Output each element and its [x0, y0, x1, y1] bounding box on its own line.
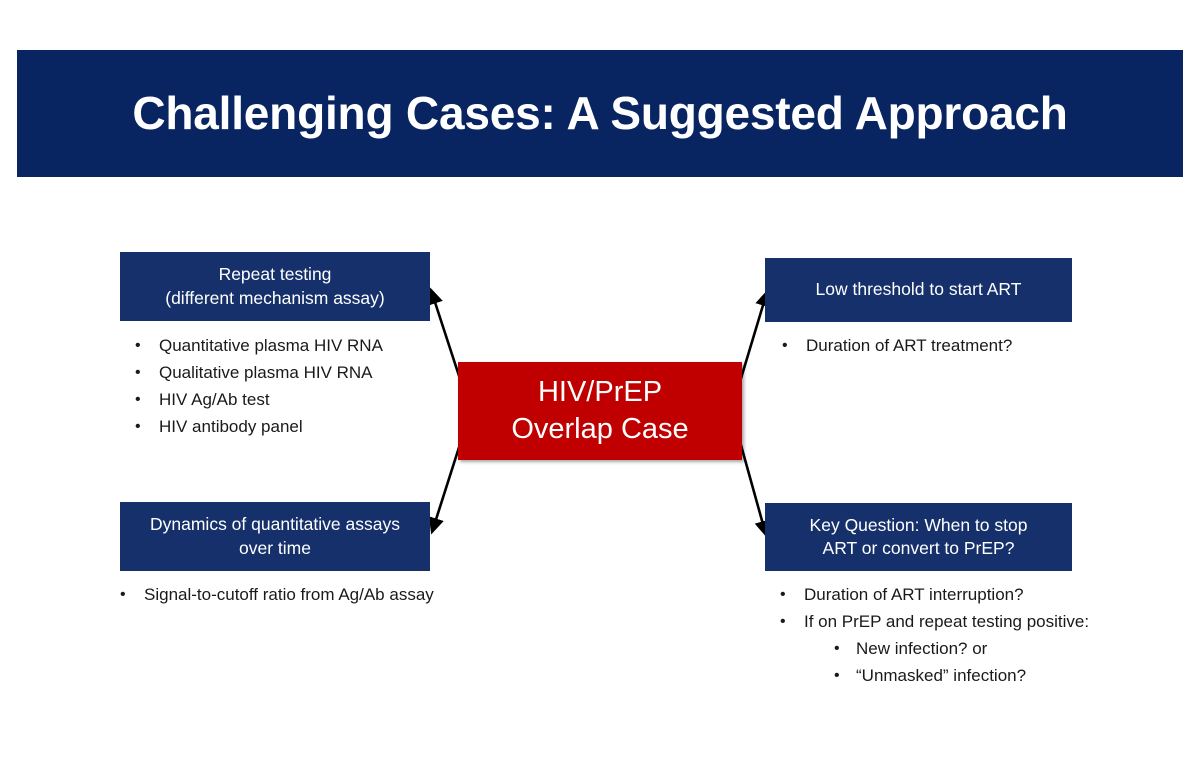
list-item: • If on PrEP and repeat testing positive… — [780, 610, 1180, 635]
bullet-dot-icon: • — [834, 639, 840, 657]
node-low-threshold-to-start-art[interactable]: Low threshold to start ART — [765, 258, 1072, 322]
node-key-question-line2: ART or convert to PrEP? — [822, 538, 1015, 558]
bullet-dot-icon: • — [135, 337, 141, 354]
list-item: • Quantitative plasma HIV RNA — [135, 334, 465, 359]
bullet-dot-icon: • — [780, 612, 786, 630]
node-dynamics-of-quantitative-assays[interactable]: Dynamics of quantitative assays over tim… — [120, 502, 430, 571]
list-item: • Signal-to-cutoff ratio from Ag/Ab assa… — [120, 583, 440, 608]
node-key-question-line1: Key Question: When to stop — [809, 514, 1028, 535]
node-hiv-prep-overlap-case[interactable]: HIV/PrEP Overlap Case — [458, 362, 742, 460]
bullet-text: Quantitative plasma HIV RNA — [159, 336, 383, 355]
bullet-text: HIV antibody panel — [159, 416, 303, 436]
node-key-question-label: Key Question: When to stop ART or conver… — [810, 514, 1028, 560]
bullet-text: New infection? or — [856, 638, 988, 658]
bullet-dot-icon: • — [135, 417, 141, 435]
bullet-dot-icon: • — [120, 586, 126, 603]
arrow-center-to-bottom-right — [737, 437, 770, 538]
node-center-label: HIV/PrEP Overlap Case — [511, 374, 688, 448]
node-dynamics-label: Dynamics of quantitative assays over tim… — [150, 513, 400, 559]
bullet-dot-icon: • — [135, 363, 141, 381]
bullet-text: If on PrEP and repeat testing positive: — [804, 611, 1090, 631]
node-low-threshold-label: Low threshold to start ART — [815, 279, 1022, 300]
bullet-text: Qualitative plasma HIV RNA — [159, 362, 373, 382]
bullet-list-low-threshold: • Duration of ART treatment? — [782, 334, 1112, 361]
node-repeat-testing-line1: Repeat testing — [218, 264, 332, 285]
node-key-question[interactable]: Key Question: When to stop ART or conver… — [765, 503, 1072, 571]
bullet-list-key-question: • Duration of ART interruption? • If on … — [780, 583, 1180, 691]
page-title: Challenging Cases: A Suggested Approach — [132, 87, 1068, 140]
slide-title-bar: Challenging Cases: A Suggested Approach — [17, 50, 1183, 177]
list-item: • Qualitative plasma HIV RNA — [135, 361, 465, 386]
bullet-text: HIV Ag/Ab test — [159, 389, 270, 409]
node-dynamics-line2: over time — [239, 537, 311, 558]
bullet-text: “Unmasked” infection? — [856, 665, 1027, 685]
arrow-center-to-top-right — [737, 289, 771, 386]
list-item-sub: • New infection? or — [834, 637, 1180, 662]
list-item-sub: • “Unmasked” infection? — [834, 664, 1180, 689]
bullet-text: Duration of ART interruption? — [804, 585, 1024, 604]
bullet-list-dynamics: • Signal-to-cutoff ratio from Ag/Ab assa… — [120, 583, 440, 610]
list-item: • Duration of ART treatment? — [782, 334, 1112, 359]
node-center-line1: HIV/PrEP — [537, 375, 663, 408]
bullet-text: Duration of ART treatment? — [806, 336, 1013, 355]
bullet-text: Signal-to-cutoff ratio from Ag/Ab assay — [144, 585, 434, 604]
node-dynamics-line1: Dynamics of quantitative assays — [150, 514, 400, 535]
node-center-line2: Overlap Case — [511, 413, 689, 445]
list-item: • Duration of ART interruption? — [780, 583, 1180, 608]
list-item: • HIV Ag/Ab test — [135, 388, 465, 413]
bullet-dot-icon: • — [782, 337, 788, 354]
bullet-list-repeat-testing: • Quantitative plasma HIV RNA • Qualitat… — [135, 334, 465, 442]
node-repeat-testing-label: Repeat testing (different mechanism assa… — [165, 263, 385, 309]
bullet-dot-icon: • — [780, 586, 786, 603]
node-repeat-testing[interactable]: Repeat testing (different mechanism assa… — [120, 252, 430, 321]
node-repeat-testing-line2: (different mechanism assay) — [165, 287, 385, 308]
bullet-dot-icon: • — [834, 666, 840, 684]
bullet-dot-icon: • — [135, 390, 141, 408]
list-item: • HIV antibody panel — [135, 415, 465, 440]
